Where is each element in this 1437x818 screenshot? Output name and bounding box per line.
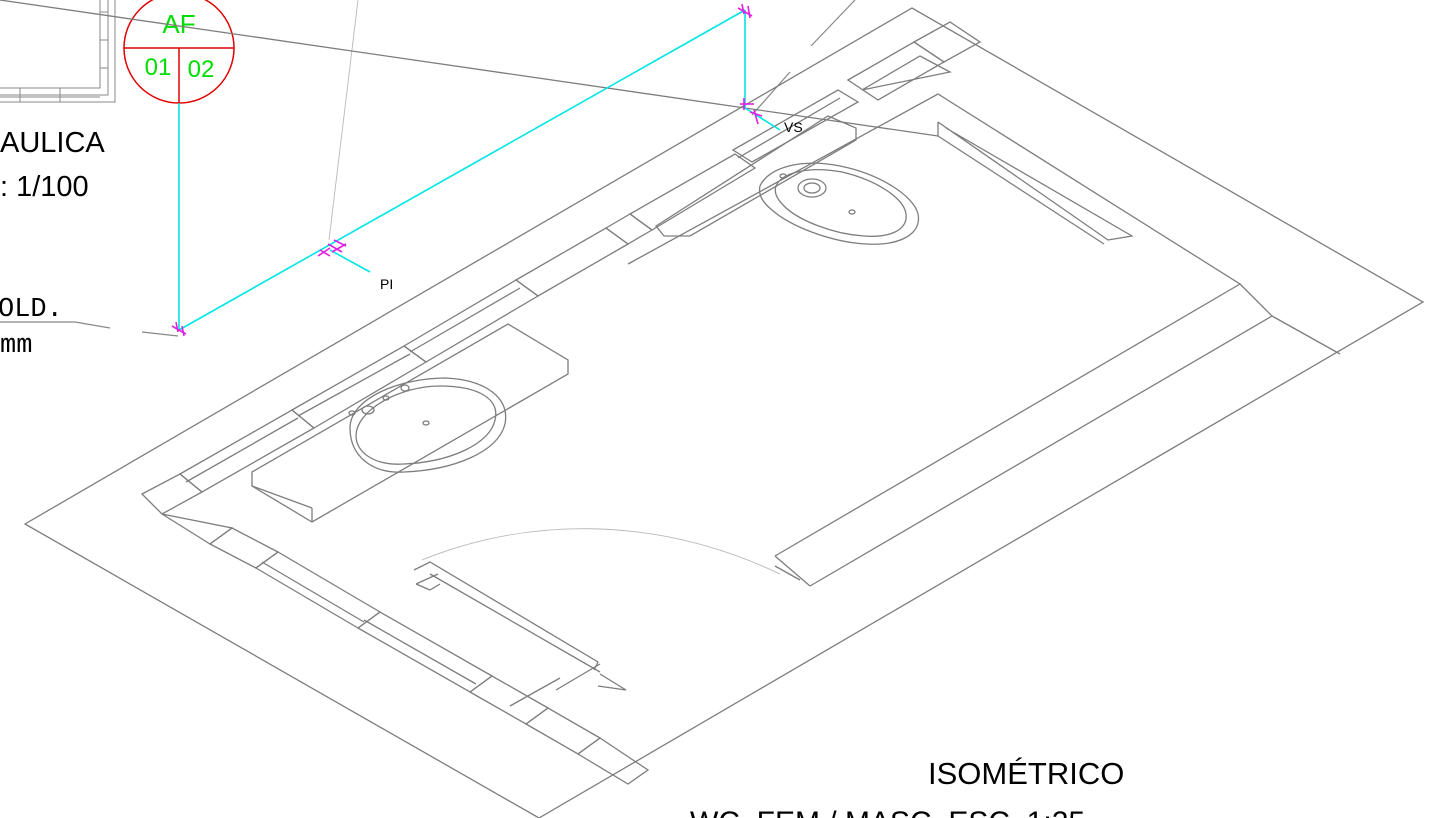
iso-title: ISOMÉTRICO [928,756,1124,791]
lavatory-basin [355,385,497,465]
water-supply-piping [178,9,781,331]
note-line1: OLD. [0,295,63,325]
label-pi: PI [380,276,393,292]
slab-outline [23,7,1425,818]
fitting-base [171,321,187,337]
door-arc [421,528,781,575]
toilet-bowl [758,162,920,245]
title-fragment-line1: AULICA [0,127,105,159]
iso-subtitle: WC. FEM / MASC. ESC. 1:25 [690,806,1085,818]
section-marker-bottom-left: 01 [145,54,172,81]
section-marker: AF 01 02 [123,0,235,104]
label-vs: VS [784,119,803,135]
toilet-fixture [655,115,920,245]
leader-line-pi [328,0,359,241]
note-leader [0,321,111,329]
note-line2: mm [0,331,32,361]
fitting-tee-pi [317,239,347,257]
fitting-vs [740,98,763,125]
lavatory-counter [251,323,569,523]
pipe-fittings [171,3,763,337]
fitting-top-elbow [737,3,753,19]
plan-fragment [0,0,116,103]
title-fragment-line2: : 1/100 [0,171,89,203]
door-swing [413,528,781,673]
section-marker-bottom-right: 02 [188,56,215,83]
leader-line-vs [810,0,856,47]
